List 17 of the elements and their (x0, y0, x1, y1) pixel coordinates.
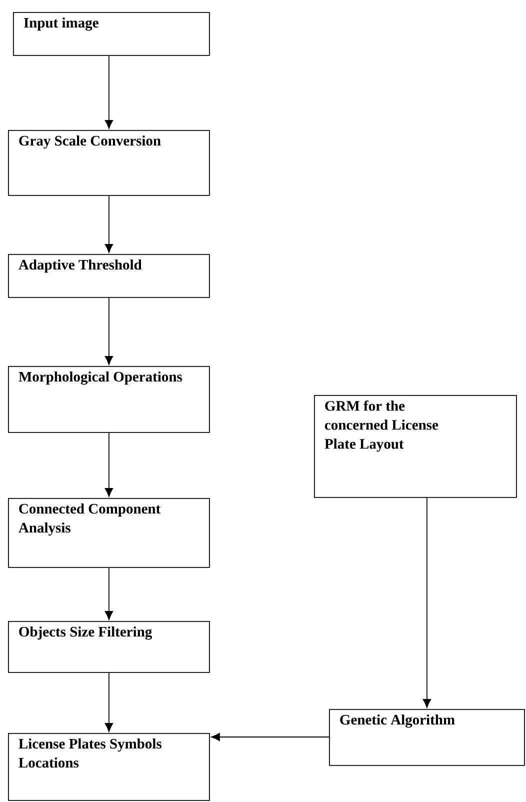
process-box: Input image (13, 12, 210, 56)
arrow (104, 672, 114, 732)
arrow (104, 432, 114, 497)
process-box: Morphological Operations (8, 366, 210, 433)
arrow (104, 195, 114, 253)
process-box: Connected Component Analysis (8, 498, 210, 568)
process-box: Genetic Algorithm (329, 709, 525, 766)
process-box: Objects Size Filtering (8, 621, 210, 673)
arrow (422, 497, 432, 708)
arrow (104, 55, 114, 129)
arrow (104, 297, 114, 365)
process-box: GRM for the concerned License Plate Layout (314, 395, 517, 498)
arrow (104, 567, 114, 620)
process-box: Adaptive Threshold (8, 254, 210, 298)
process-box: Gray Scale Conversion (8, 130, 210, 196)
arrow (211, 732, 330, 742)
process-box: License Plates Symbols Locations (8, 733, 210, 801)
